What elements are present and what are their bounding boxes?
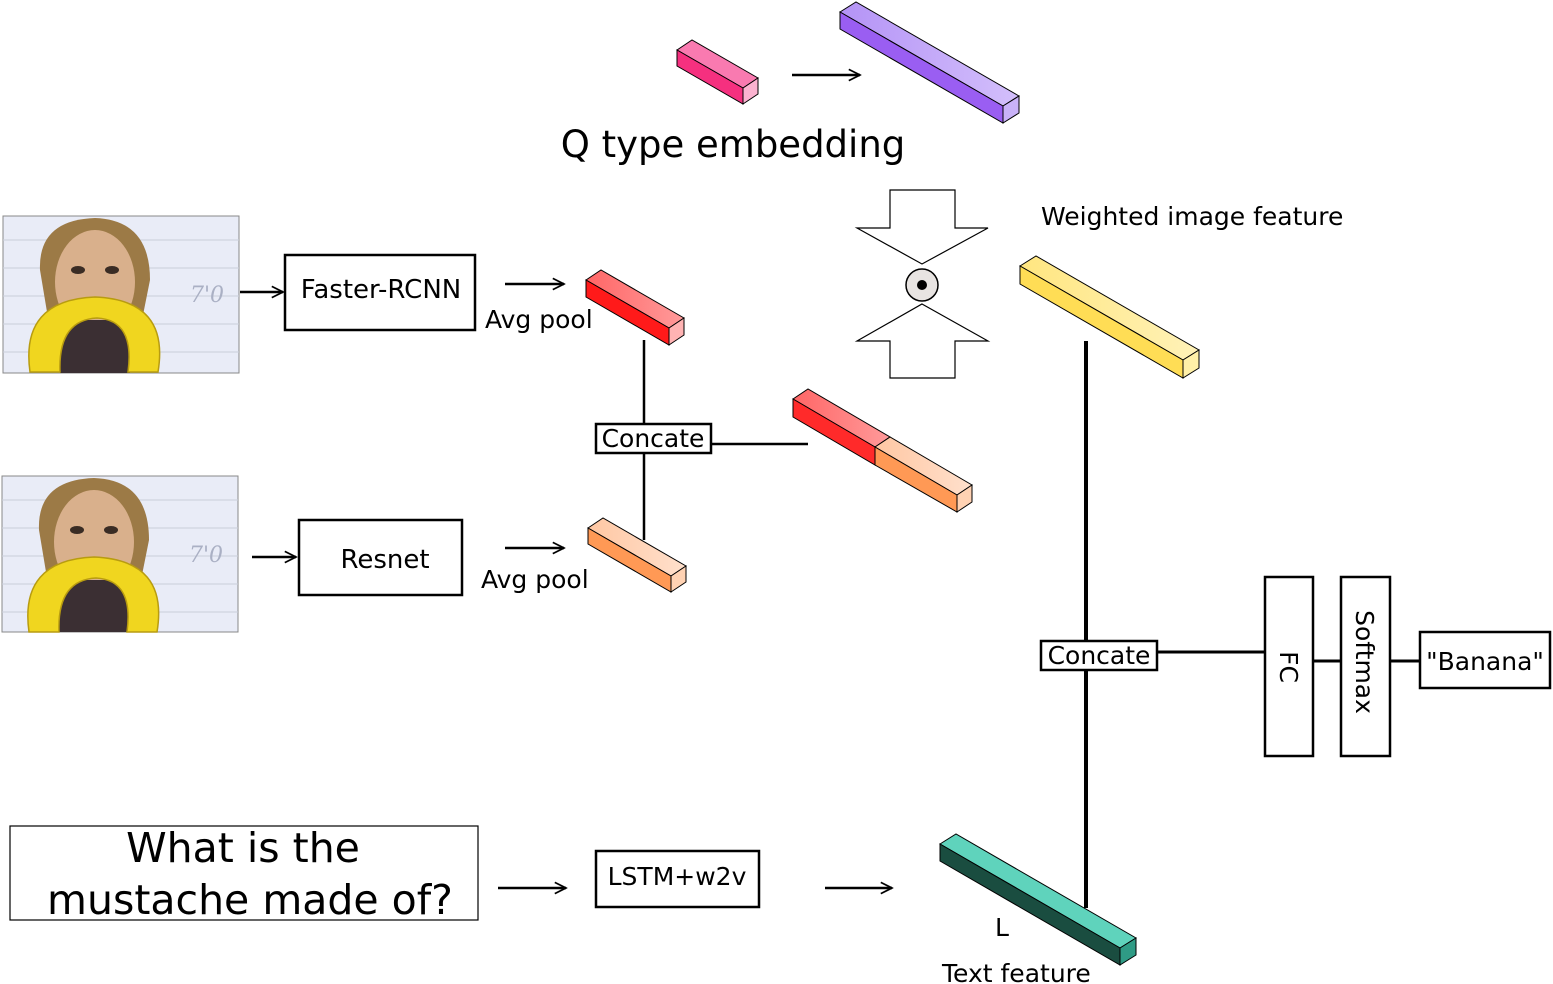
faster-rcnn-box [283, 253, 477, 332]
faster-rcnn-label: Faster-RCNN [301, 275, 461, 305]
text-feature-vector [939, 833, 1137, 966]
faster-rcnn-pooled-vector [585, 269, 685, 346]
lstm-label: LSTM+w2v [608, 862, 747, 891]
hadamard-product-icon [905, 268, 939, 302]
q-type-pink-vector [676, 39, 759, 105]
question-line-1: What is the [126, 824, 360, 872]
photo-chalk-text-top: 7'0 [190, 283, 224, 308]
resnet-box [297, 518, 464, 597]
question-box [9, 825, 479, 921]
softmax-label: Softmax [1350, 610, 1379, 714]
concate-label-right: Concate [1048, 641, 1151, 670]
softmax-box [1339, 575, 1392, 758]
answer-label: "Banana" [1426, 647, 1544, 676]
question-line-2: mustache made of? [47, 876, 453, 924]
concate-box-right [1039, 639, 1159, 672]
fc-label: FC [1274, 651, 1303, 683]
text-feature-label: Text feature [941, 959, 1091, 984]
input-image-bottom: 7'0 [1, 475, 239, 633]
concate-label-left: Concate [602, 424, 705, 453]
concatenated-image-vector [792, 388, 973, 513]
resnet-pooled-vector [587, 517, 687, 593]
weighted-feature-vector [1019, 255, 1200, 379]
fc-box [1263, 575, 1315, 758]
concate-box-left [594, 422, 713, 455]
avg-pool-label-bottom: Avg pool [481, 565, 589, 594]
photo-chalk-text-bottom: 7'0 [189, 543, 223, 568]
q-type-purple-vector [839, 1, 1020, 124]
down-arrow-shape [854, 189, 989, 265]
up-arrow-shape [854, 303, 991, 379]
l-label: L [995, 913, 1009, 942]
avg-pool-label-top: Avg pool [485, 305, 593, 334]
q-type-title: Q type embedding [561, 123, 906, 166]
answer-box [1418, 630, 1552, 690]
weighted-feature-label: Weighted image feature [1041, 202, 1343, 231]
input-image-top: 7'0 [2, 215, 240, 374]
resnet-label: Resnet [340, 545, 429, 575]
lstm-box [594, 849, 761, 909]
